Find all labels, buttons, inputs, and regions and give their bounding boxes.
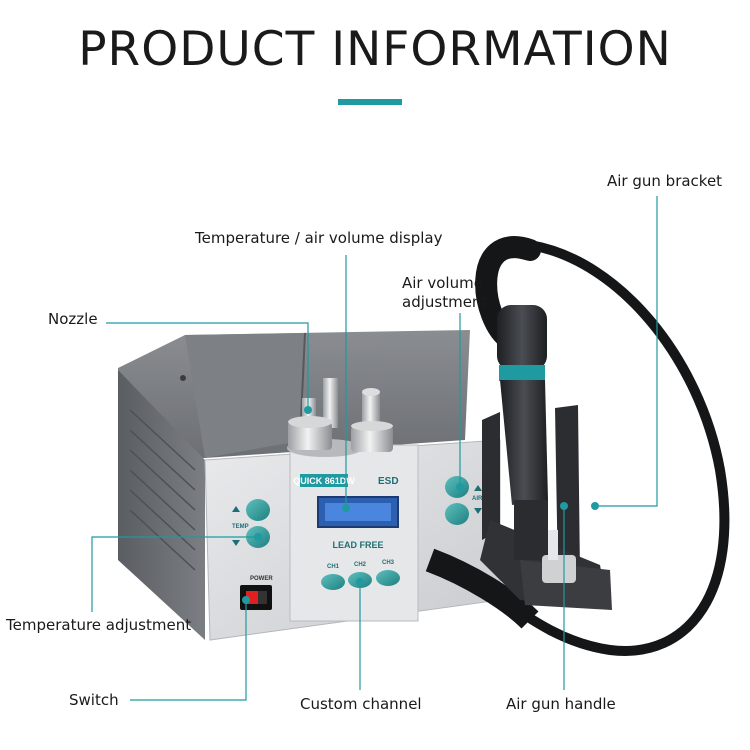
triangle-down-icon [474, 508, 482, 514]
label-switch: Switch [69, 691, 119, 709]
label-air-volume-line2: adjustment [402, 293, 488, 311]
label-display: Temperature / air volume display [195, 229, 443, 247]
air-label: AIR [472, 496, 483, 502]
ch1-label: CH1 [327, 564, 340, 570]
triangle-up-icon [232, 506, 240, 512]
ch3-button[interactable] [376, 570, 400, 586]
callout-lines [91, 196, 658, 701]
temp-label: TEMP [232, 524, 249, 530]
front-panel [204, 439, 501, 641]
air-gun [497, 305, 576, 583]
label-handle: Air gun handle [506, 695, 616, 713]
page-title: PRODUCT INFORMATION [78, 22, 672, 77]
title-underline [338, 99, 402, 105]
station-body [118, 330, 470, 640]
ch2-label: CH2 [354, 562, 367, 568]
air-down-button[interactable] [445, 503, 469, 525]
nozzles [287, 378, 393, 457]
label-temp-adjust: Temperature adjustment [6, 616, 192, 634]
triangle-down-icon [232, 540, 240, 546]
label-nozzle: Nozzle [48, 310, 98, 328]
label-air-volume-line1: Air volume [402, 274, 483, 292]
callout-dots [242, 406, 599, 604]
esd-label: ESD [378, 476, 399, 487]
ch3-label: CH3 [382, 560, 395, 566]
label-channel: Custom channel [300, 695, 422, 713]
temp-up-button[interactable] [246, 499, 270, 521]
brand-label: QUICK 861DW [293, 476, 355, 486]
lead-free-label: LEAD FREE [332, 540, 383, 550]
ch1-button[interactable] [321, 574, 345, 590]
label-bracket: Air gun bracket [607, 172, 723, 190]
power-label: POWER [250, 576, 273, 582]
triangle-up-icon [474, 485, 482, 491]
